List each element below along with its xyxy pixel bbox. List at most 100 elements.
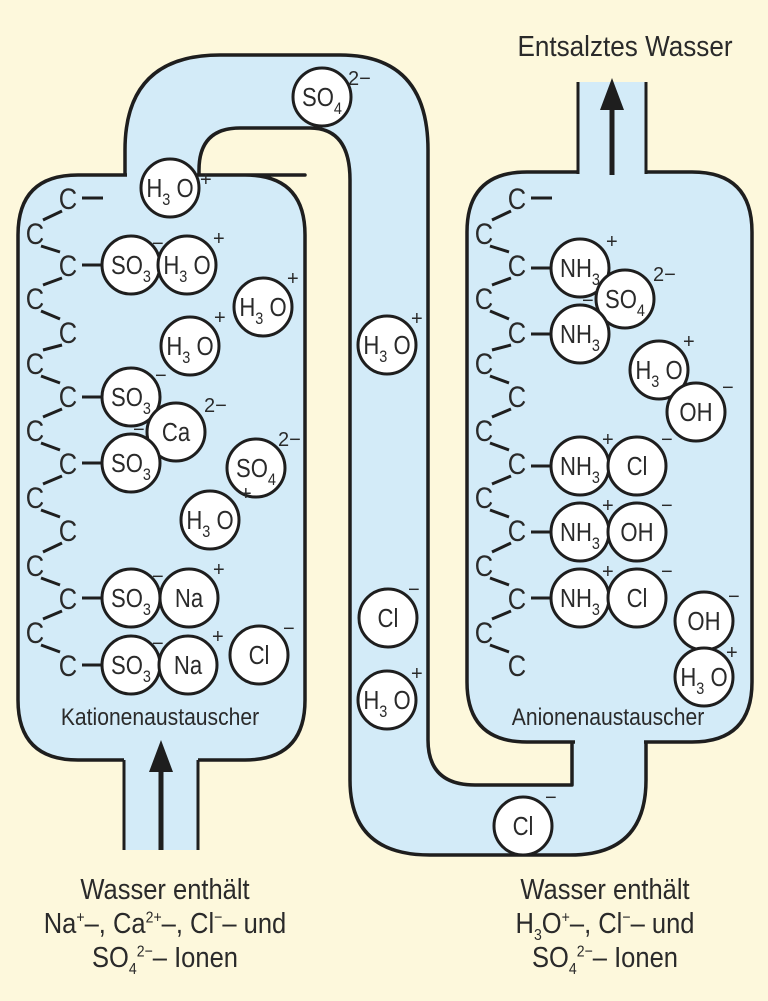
ion-charge: −: [582, 290, 594, 312]
ion-charge: +: [200, 169, 212, 191]
ion-formula: H3 O: [163, 251, 210, 286]
carbon-atom: C: [26, 616, 44, 649]
ion-charge: −: [661, 429, 673, 451]
ion-oh: OH−: [673, 586, 740, 652]
ion-charge: +: [287, 268, 299, 290]
carbon-bond: [491, 343, 512, 352]
carbon-atom: C: [508, 182, 526, 215]
ion-formula: Ca: [162, 418, 191, 447]
ion-charge: −: [155, 365, 167, 387]
ion-nh3: NH3: [549, 501, 611, 563]
ion-charge: +: [213, 228, 225, 250]
ion-formula: SO3: [111, 584, 151, 619]
ion-charge: −: [661, 561, 673, 583]
ion-charge: −: [545, 787, 557, 809]
ion-so3: SO3: [100, 366, 162, 428]
ion-formula: Na: [174, 651, 203, 680]
carbon-atom: C: [26, 481, 44, 514]
carbon-atom: C: [59, 447, 77, 480]
carbon-bond: [40, 643, 61, 654]
ion-h3o: H3 O+: [232, 268, 299, 338]
ion-formula: H3 O: [186, 506, 233, 541]
ion-formula: NH3: [560, 584, 600, 619]
ion-so4: SO42−: [225, 429, 301, 499]
carbon-atom: C: [475, 414, 493, 447]
ion-charge: +: [726, 642, 738, 664]
ion-so4: SO42−: [291, 66, 371, 128]
ion-so3: SO3: [100, 567, 162, 629]
carbon-bond: [491, 209, 512, 222]
carbon-atom: C: [475, 217, 493, 250]
ion-h3o: H3 O+: [156, 228, 225, 296]
ion-charge: −: [661, 495, 673, 517]
ion-charge: 2−: [278, 429, 301, 451]
ion-charge: −: [722, 377, 734, 399]
inlet-caption: Wasser enthält Na+–, Ca2+–, Cl−– und SO4…: [29, 873, 302, 977]
carbon-atom: C: [59, 649, 77, 682]
ion-ca: Ca2−: [145, 395, 227, 463]
carbon-atom: C: [59, 182, 77, 215]
carbon-atom: C: [475, 282, 493, 315]
ion-cl: Cl−: [357, 579, 420, 649]
carbon-bond: [489, 244, 510, 254]
ion-formula: SO4: [605, 285, 645, 320]
top-connecting-pipe: [123, 53, 648, 857]
ion-oh: OH−: [665, 377, 734, 443]
ion-charge: +: [602, 495, 614, 517]
ion-formula: H3 O: [239, 293, 286, 328]
carbon-bond: [491, 276, 512, 287]
ion-charge: −: [152, 633, 164, 655]
carbon-bond: [40, 309, 61, 321]
ion-charge: +: [213, 559, 225, 581]
ion-h3o: H3 O+: [673, 642, 738, 708]
ion-charge: −: [152, 566, 164, 588]
carbon-bond: [42, 609, 63, 621]
ion-formula: SO4: [236, 454, 276, 489]
ion-formula: Cl: [513, 812, 534, 841]
ion-formula: OH: [679, 398, 712, 427]
anion-exchanger-label: Anionenaustauscher: [512, 704, 705, 731]
carbon-atom: C: [508, 514, 526, 547]
ion-na: Na +: [158, 559, 225, 629]
ion-charge: +: [240, 483, 252, 505]
carbon-bond: [489, 374, 510, 385]
ion-h3o: H3 O+: [356, 308, 423, 376]
ion-formula: Cl: [249, 641, 270, 670]
ion-nh3: NH3: [549, 435, 611, 497]
ion-so3: SO3: [100, 432, 162, 494]
ion-cl: Cl−: [492, 787, 557, 857]
ion-charge: +: [212, 626, 224, 648]
carbon-atom: C: [508, 380, 526, 413]
carbon-bond: [491, 541, 512, 554]
carbon-bond: [489, 441, 510, 452]
ion-formula: NH3: [560, 254, 600, 289]
ion-formula: NH3: [560, 518, 600, 553]
ion-h3o: H3 O +: [179, 483, 252, 551]
ion-charge: −: [152, 233, 164, 255]
ion-formula: H3 O: [146, 174, 193, 209]
carbon-atom: C: [26, 414, 44, 447]
ion-formula: Na: [175, 584, 204, 613]
carbon-bond: [42, 407, 63, 419]
carbon-bond: [40, 576, 61, 587]
ion-charge: +: [606, 231, 618, 253]
ion-formula: SO3: [111, 449, 151, 484]
inlet-flow-arrow-icon: [149, 740, 173, 850]
carbon-bond: [489, 508, 510, 519]
ion-nh3: NH3: [549, 567, 611, 629]
carbon-bond: [40, 374, 61, 385]
carbon-atom: C: [59, 582, 77, 615]
carbon-atom: C: [475, 549, 493, 582]
carbon-bond: [491, 407, 512, 419]
ion-nh3: NH3: [549, 303, 611, 365]
cation-exchanger-tank: [16, 173, 307, 762]
ion-so3: SO3: [100, 234, 162, 296]
carbon-atom: C: [26, 217, 44, 250]
ion-formula: Cl: [627, 452, 648, 481]
ion-cl: Cl−: [228, 618, 295, 686]
ion-formula: H3 O: [635, 356, 682, 391]
ion-cl: Cl−: [606, 429, 673, 497]
ion-formula: SO3: [111, 651, 151, 686]
ion-oh: OH−: [606, 495, 673, 563]
carbon-atom: C: [475, 616, 493, 649]
